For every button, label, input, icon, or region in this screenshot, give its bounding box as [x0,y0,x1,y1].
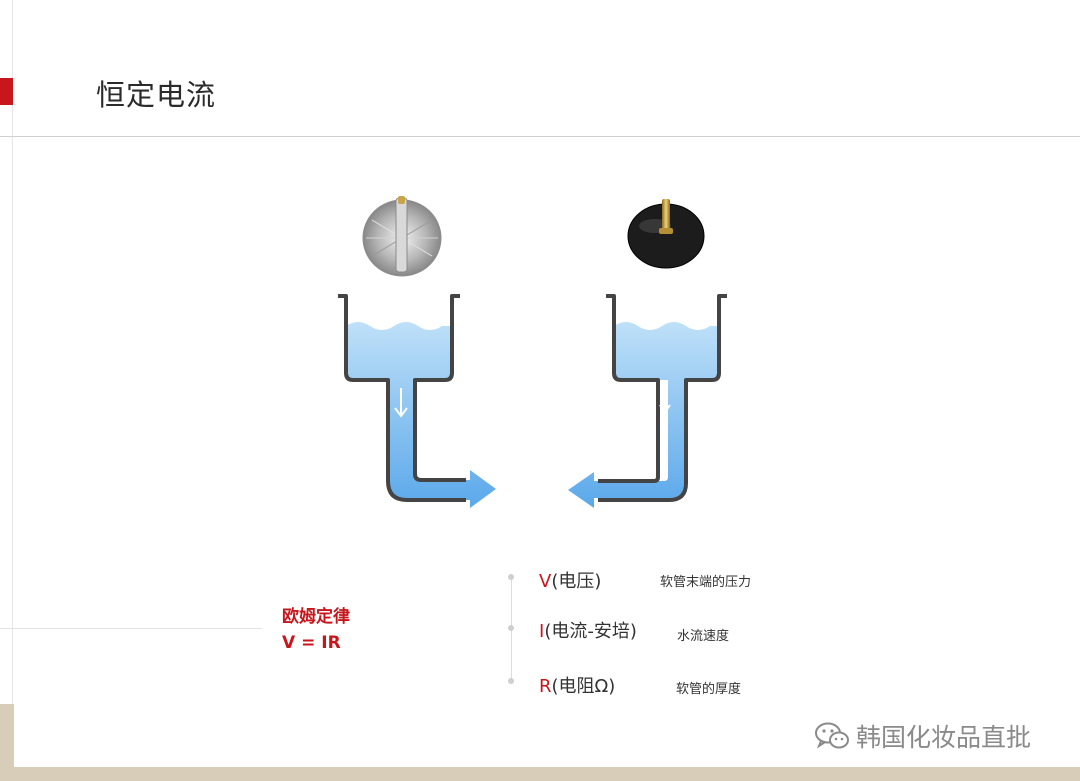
term-description: 软管的厚度 [676,682,742,697]
watermark: 韩国化妆品直批 [814,718,1031,754]
term-label: (电流-安培) [544,621,637,642]
header-divider [0,136,1080,137]
term-description: 水流速度 [677,629,730,644]
footer-paper [14,704,1080,767]
law-divider [0,628,262,629]
term-symbol: I [539,621,545,642]
right-vessel [568,294,727,508]
left-margin-line [12,0,13,781]
page-title: 恒定电流 [96,78,217,112]
term-label: (电压) [551,571,602,592]
title-accent-bar [0,78,13,105]
term-symbol: V [539,571,552,592]
law-formula: V = IR [282,633,341,653]
term-label: (电阻Ω) [551,676,616,697]
term-dot [508,625,514,631]
term-dot [508,574,514,580]
watermark-text: 韩国化妆品直批 [856,723,1032,752]
black-electrode-icon [627,199,705,269]
law-name: 欧姆定律 [282,607,350,627]
silver-electrode-icon [362,196,442,277]
wechat-icon [815,722,849,749]
term-dot [508,678,514,684]
term-voltage: V(电压) [539,567,601,593]
ohms-law: 欧姆定律 V = IR [282,602,350,653]
term-symbol: R [539,676,552,697]
term-resistance: R(电阻Ω) [539,672,615,698]
term-description: 软管末端的压力 [660,575,752,590]
term-current: I(电流-安培) [539,617,637,643]
left-vessel [338,294,496,508]
